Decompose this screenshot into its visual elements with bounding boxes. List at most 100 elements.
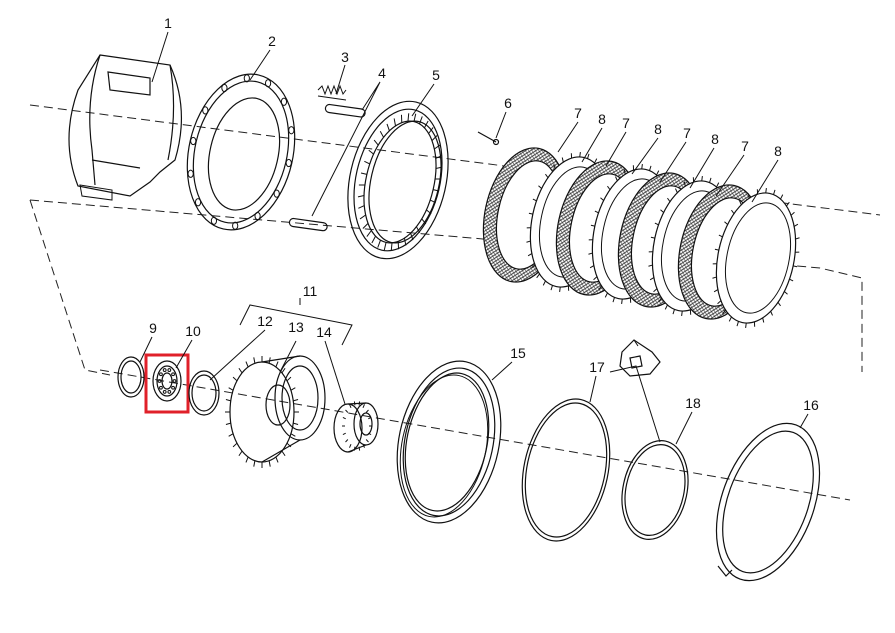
hub-tooth (275, 361, 279, 368)
part-pins (288, 103, 366, 232)
gear-tooth (377, 239, 381, 248)
plate-tooth (594, 210, 599, 214)
plate-tooth (675, 188, 678, 193)
plate-tooth (588, 252, 593, 255)
hub-tooth (232, 376, 238, 382)
plate-tooth (536, 273, 540, 279)
bearing-roller (159, 385, 163, 390)
hub-tooth (238, 450, 243, 457)
callout-2: 2 (268, 33, 276, 49)
plate-tooth (532, 198, 537, 202)
small-gear-tooth (353, 401, 356, 406)
plate-tooth (528, 212, 533, 215)
gear-tooth (390, 242, 393, 251)
gear-tooth (429, 199, 436, 204)
plate-tooth (728, 316, 732, 322)
plate-tooth (762, 317, 765, 323)
plate-tooth (587, 153, 590, 159)
plate-tooth (531, 264, 536, 269)
hub-tooth (286, 376, 292, 382)
plate-hole (221, 83, 228, 93)
part-spring (317, 84, 347, 101)
plate-hole (254, 211, 261, 221)
small-gear-tooth (358, 446, 361, 451)
bearing-roller (162, 368, 167, 372)
callout-10: 10 (185, 323, 201, 339)
plate-tooth (604, 292, 608, 298)
callout-8a: 8 (598, 111, 606, 127)
callout-11: 11 (303, 283, 318, 299)
plate-tooth (712, 276, 717, 279)
seal-detail (619, 339, 661, 377)
callout-16: 16 (803, 397, 819, 413)
plate-tooth (598, 285, 602, 291)
plate-tooth (790, 211, 795, 216)
hub-tooth (228, 433, 234, 437)
small-gear-tooth (358, 401, 361, 406)
plate-tooth (747, 193, 750, 199)
plate-tooth (656, 170, 660, 176)
plate-hole (187, 169, 194, 178)
gear-tooth (435, 155, 442, 159)
plate-tooth (612, 297, 615, 303)
plate-tooth (660, 209, 664, 213)
bearing-roller (172, 379, 177, 383)
plate-tooth (731, 209, 735, 214)
part-bearing[interactable] (152, 360, 182, 402)
callout-5: 5 (432, 67, 440, 83)
gear-tooth (386, 123, 390, 131)
plate-tooth (745, 322, 747, 329)
part-snap-ring-large (715, 422, 821, 582)
plate-tooth (713, 289, 719, 293)
gear-tooth (368, 149, 374, 155)
plate-tooth (590, 224, 595, 227)
gear-tooth (434, 144, 441, 150)
gear-tooth (410, 233, 414, 241)
plate-tooth (542, 280, 546, 286)
small-gear-tooth (362, 404, 365, 409)
part-snap-ring-small (117, 356, 145, 398)
hub-tooth (228, 387, 234, 391)
hub-tooth (245, 361, 249, 368)
bearing-roller (171, 372, 175, 377)
gear-tooth (379, 131, 385, 138)
plate-tooth (607, 185, 611, 190)
callout-8d: 8 (774, 143, 782, 159)
callout-7b: 7 (622, 115, 630, 131)
gear-tooth (366, 230, 372, 237)
plate-hole (210, 216, 218, 225)
plate-tooth (795, 237, 800, 240)
plate-tooth (765, 187, 767, 194)
hub-tooth (232, 442, 238, 448)
part-hub (225, 355, 326, 468)
plate-tooth (777, 302, 781, 307)
gear-tooth (403, 238, 407, 246)
gear-tooth (433, 189, 440, 192)
plate-tooth (672, 309, 675, 315)
plate-tooth (615, 176, 618, 181)
gear-tooth (373, 139, 379, 146)
gear-tooth (413, 113, 417, 122)
plate-tooth (559, 286, 561, 293)
callout-6: 6 (504, 95, 512, 111)
plate-tooth (579, 151, 581, 158)
small-gear-tooth (368, 432, 372, 436)
hub-tooth (238, 367, 243, 374)
plate-hole (264, 79, 272, 88)
plate-tooth (718, 234, 723, 238)
callout-7a: 7 (574, 105, 582, 121)
small-gear-tooth (345, 439, 349, 443)
part-band (68, 54, 182, 201)
bearing-roller (167, 390, 172, 394)
clutch-pack (482, 147, 800, 329)
gear-tooth (435, 166, 443, 170)
plate-tooth (654, 222, 659, 226)
hub-tooth (268, 460, 271, 467)
gear-tooth (431, 135, 438, 141)
hub-tooth (281, 450, 286, 457)
gear-tooth (428, 127, 434, 134)
gear-tooth (426, 209, 432, 215)
plate-tooth (717, 300, 722, 305)
part-pin (477, 131, 500, 146)
